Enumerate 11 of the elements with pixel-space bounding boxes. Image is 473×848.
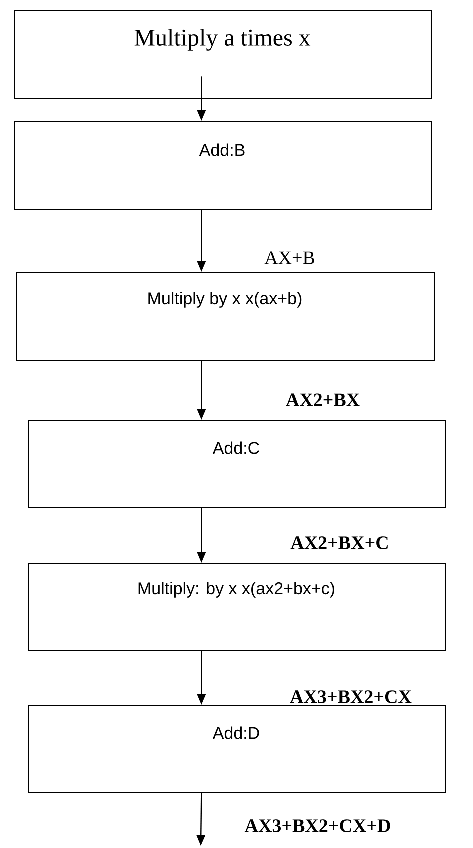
edge-label: AX+B bbox=[264, 252, 314, 264]
process-box: Multiply: by x x(ax2+bx+c) bbox=[28, 563, 446, 652]
process-box: Add:D bbox=[28, 705, 446, 794]
edge-label: AX2+BX bbox=[286, 394, 360, 406]
edge-label: AX2+BX+C bbox=[290, 536, 388, 550]
edge-label: AX3+BX2+CX bbox=[290, 690, 412, 704]
process-box: Multiply by x x(ax+b) bbox=[16, 272, 436, 362]
process-box: Add:C bbox=[28, 420, 446, 508]
edge-label: AX3+BX2+CX+D bbox=[244, 820, 390, 832]
process-box: Add:B bbox=[14, 121, 432, 210]
process-box: Multiply a times x bbox=[14, 10, 432, 100]
